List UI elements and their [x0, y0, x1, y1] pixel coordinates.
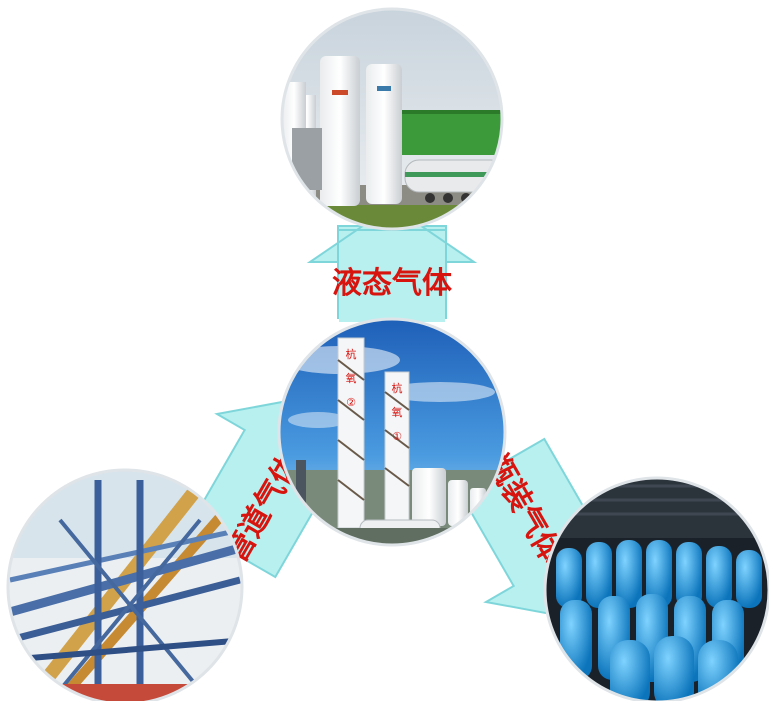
- label-liquid-gas: 液态气体: [332, 266, 453, 301]
- bottled-gas-photo: [543, 476, 769, 701]
- tower-mark: ①: [392, 430, 402, 443]
- tower-mark: 杭: [392, 381, 403, 395]
- tower-mark: 氧: [346, 371, 357, 385]
- tower-mark: 氧: [392, 405, 403, 419]
- arrow-up: [306, 204, 478, 322]
- tower-mark: ②: [346, 396, 356, 409]
- tower-mark: 杭: [346, 347, 357, 361]
- liquid-gas-photo: [280, 7, 504, 231]
